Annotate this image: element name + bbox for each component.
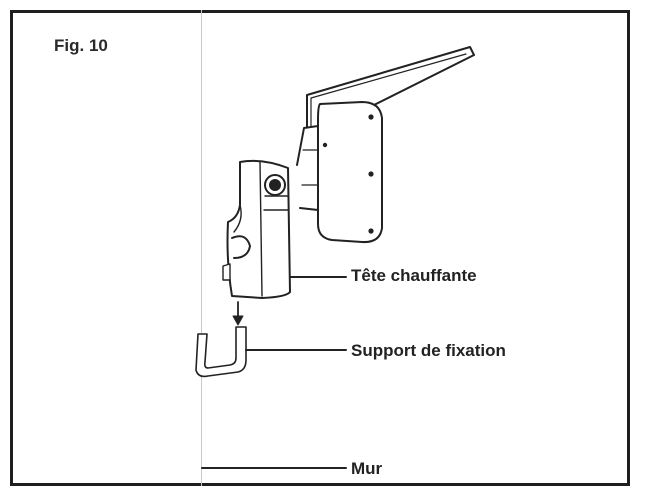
wire-guard-inner bbox=[310, 53, 467, 127]
heating-head-label: Tête chauffante bbox=[351, 266, 477, 285]
heating-panel bbox=[317, 101, 383, 244]
figure-frame bbox=[10, 10, 630, 486]
connecting-arm bbox=[296, 125, 319, 211]
panel-screw bbox=[368, 114, 374, 120]
figure-label: Fig. 10 bbox=[54, 36, 108, 55]
handle-slot bbox=[231, 235, 251, 259]
down-arrow-icon bbox=[232, 315, 244, 326]
mounting-bracket bbox=[195, 326, 247, 378]
panel-screw bbox=[368, 228, 374, 234]
panel-screw bbox=[322, 142, 328, 148]
wall-label: Mur bbox=[351, 459, 383, 478]
panel-screw bbox=[368, 171, 374, 177]
mounting-bracket-label: Support de fixation bbox=[351, 341, 506, 360]
wall-line bbox=[201, 10, 202, 486]
